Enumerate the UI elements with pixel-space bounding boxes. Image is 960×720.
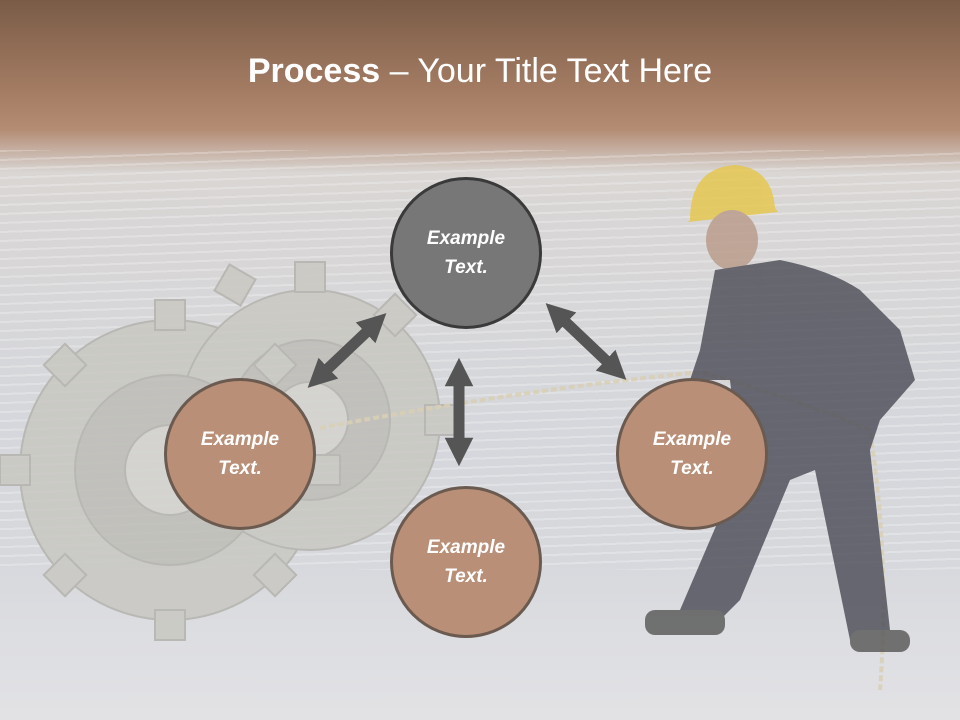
businessman-figure [645,165,915,652]
node-bottom-line2: Text. [444,566,488,587]
node-top-line1: Example [426,228,506,249]
node-top-line2: Text. [444,257,488,278]
node-left-line1: Example [200,429,280,450]
node-bottom-line1: Example [426,537,506,558]
arrow-top-right [545,303,627,380]
node-right-line2: Text. [670,458,714,479]
process-node-right[interactable]: Example Text. [616,378,768,530]
slide-title: Process – Your Title Text Here [0,52,960,91]
process-node-left[interactable]: Example Text. [164,378,316,530]
node-right-line1: Example [652,429,732,450]
title-rest: – Your Title Text Here [380,52,713,90]
title-bold: Process [247,52,381,90]
process-node-bottom[interactable]: Example Text. [390,486,542,638]
node-left-line2: Text. [218,458,262,479]
arrow-top-left [307,313,387,388]
process-node-top[interactable]: Example Text. [390,177,542,329]
